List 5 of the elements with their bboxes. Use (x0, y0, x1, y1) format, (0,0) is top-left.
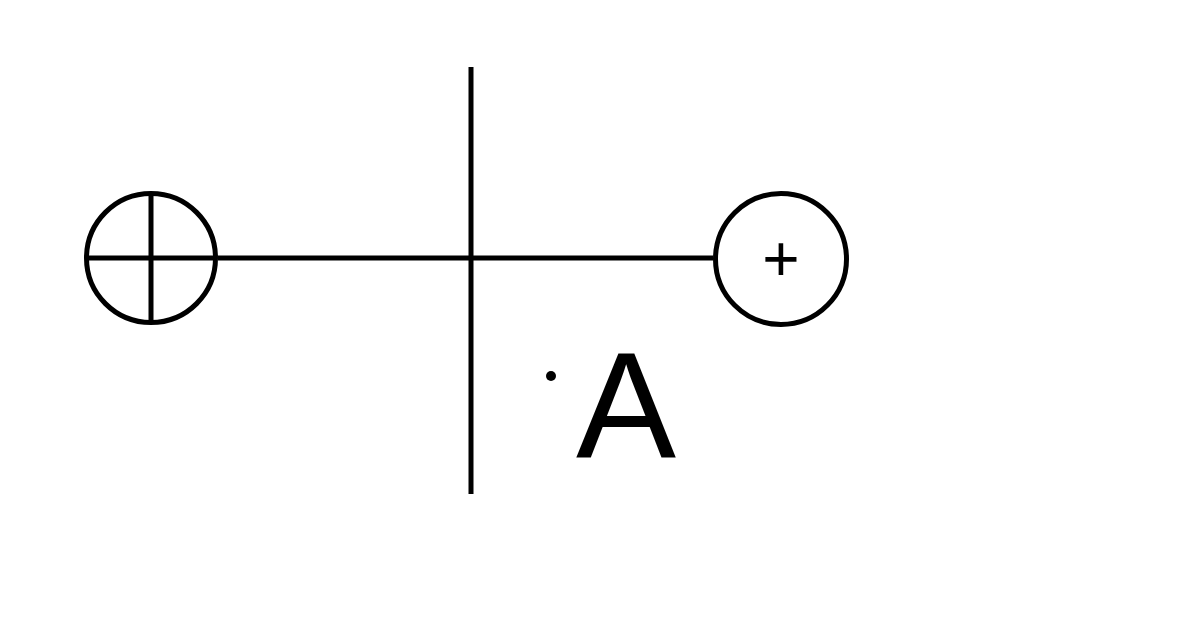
crossed-circle-symbol (84, 191, 218, 325)
connecting-line (218, 255, 713, 261)
point-label: A (576, 330, 677, 480)
charge-circle (713, 191, 849, 327)
plus-sign: + (762, 227, 800, 291)
